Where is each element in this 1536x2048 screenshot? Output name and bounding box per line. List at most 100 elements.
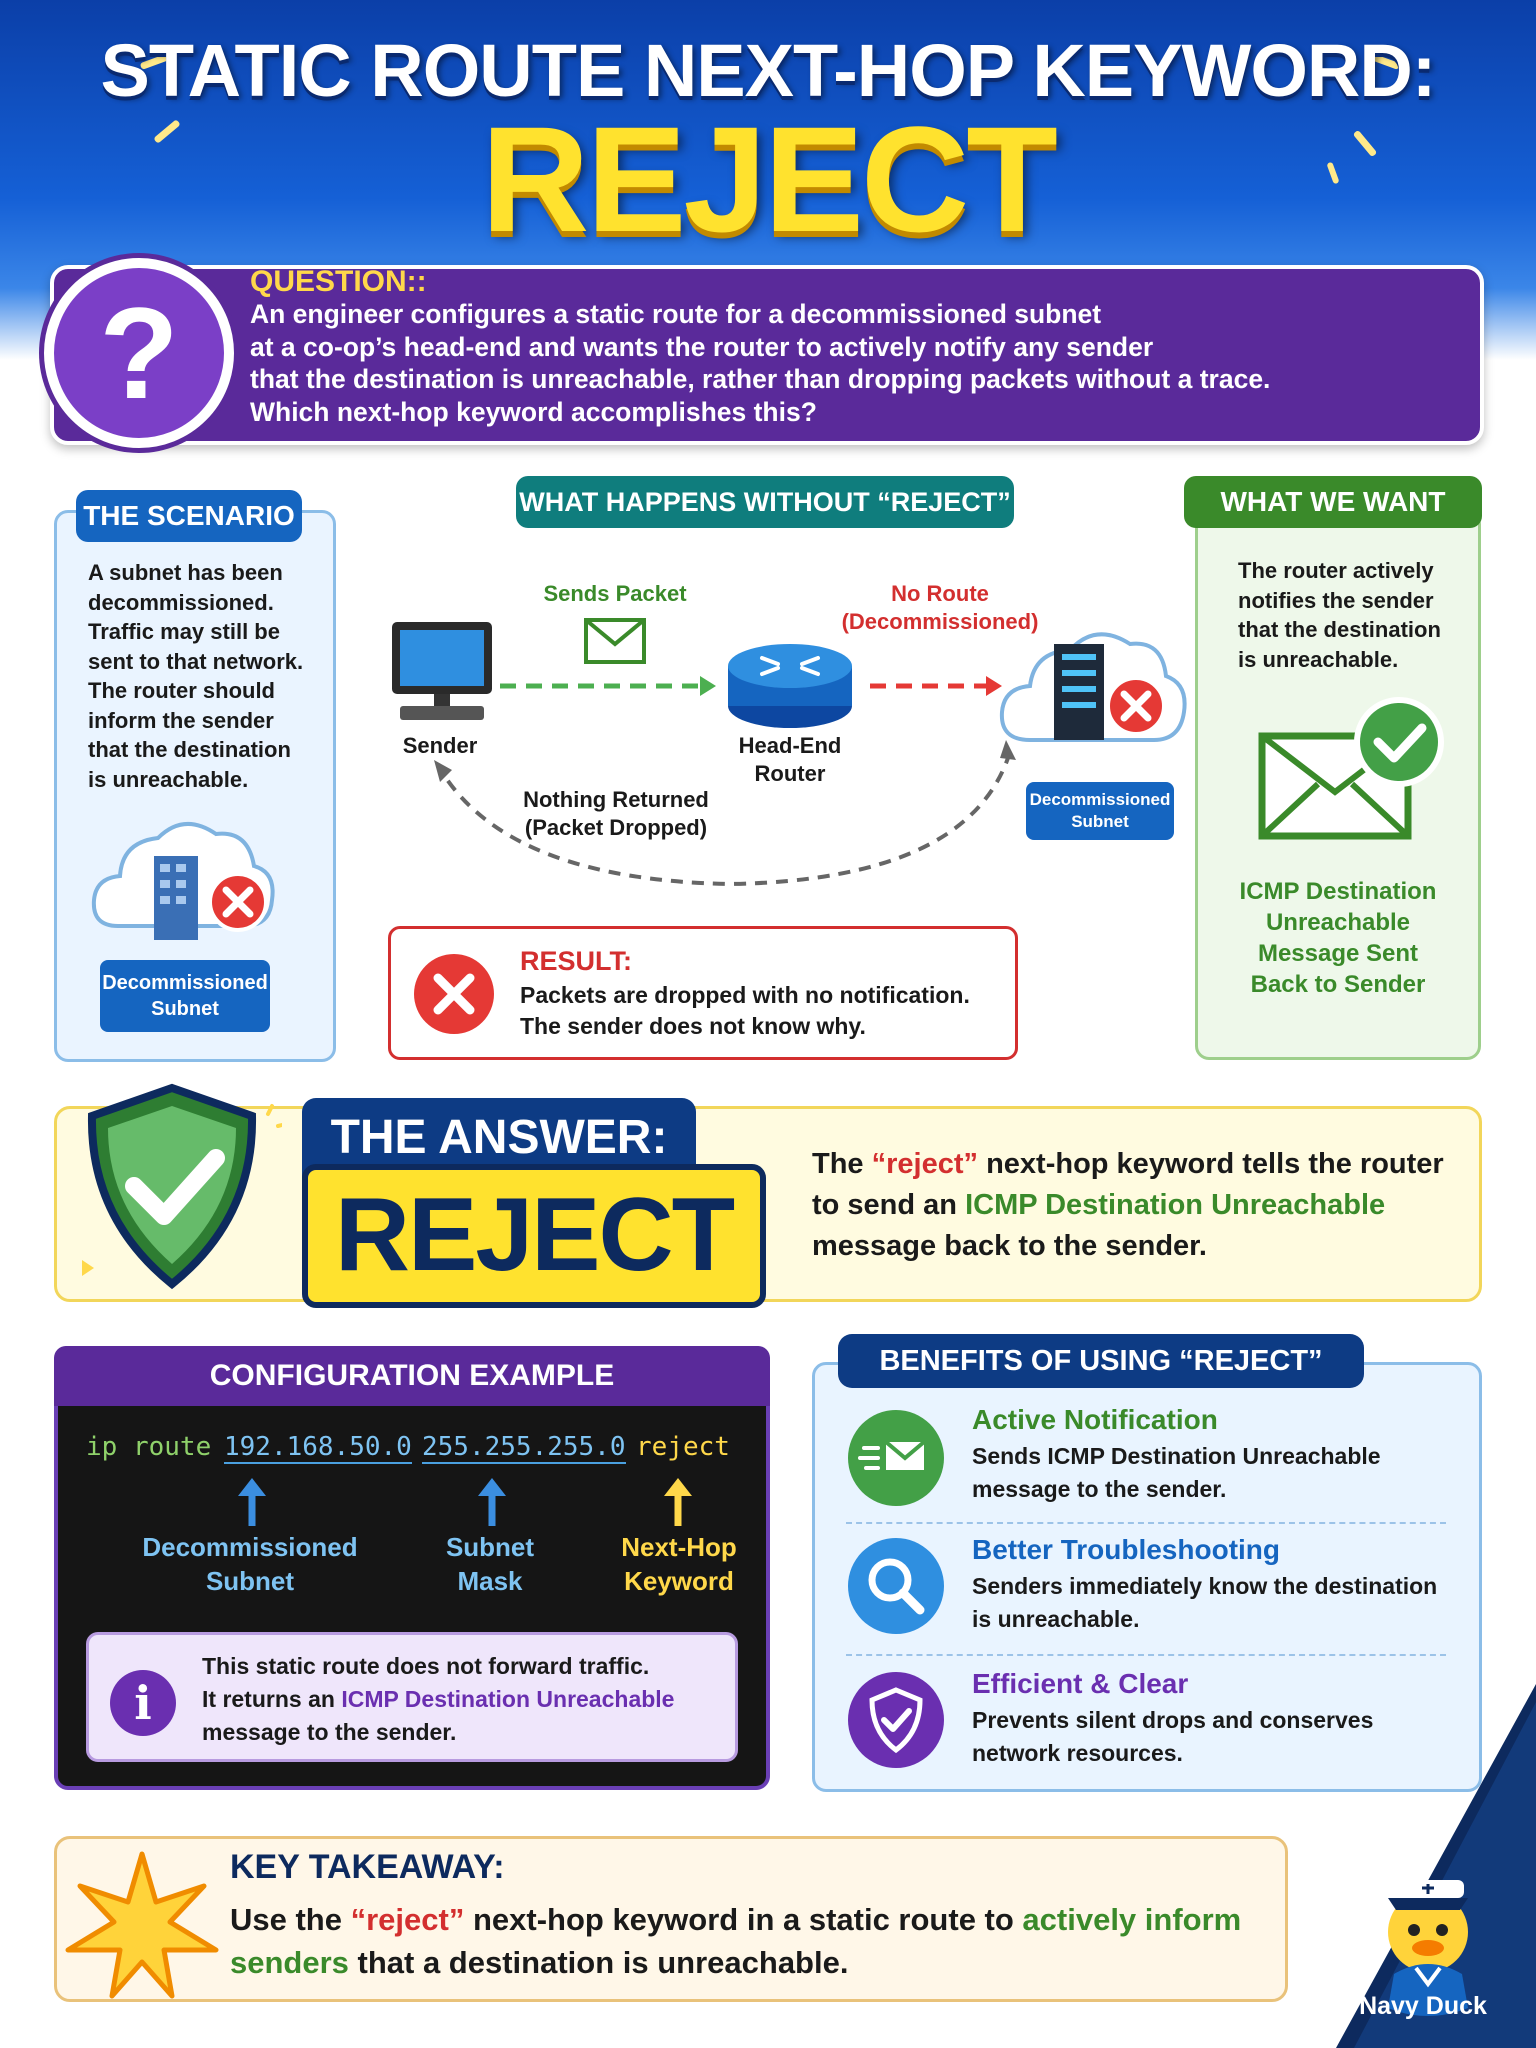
scenario-cloud-icon (91, 821, 275, 940)
info-span: It returns an (202, 1686, 342, 1712)
want-line: is unreachable. (1238, 646, 1399, 672)
config-info-text: This static route does not forward traff… (202, 1650, 722, 1749)
benefit-line: is unreachable. (972, 1606, 1140, 1632)
arrow-head (700, 676, 716, 696)
question-label: QUESTION:: (250, 265, 427, 298)
benefit-divider (846, 1654, 1446, 1656)
scenario-line: decommissioned. (88, 589, 274, 615)
flow-diagram (392, 618, 1187, 887)
benefit-line: Senders immediately know the destination (972, 1573, 1438, 1599)
info-line: This static route does not forward traff… (202, 1653, 650, 1679)
scenario-line: sent to that network. (88, 648, 304, 674)
result-text: Packets are dropped with no notification… (520, 980, 970, 1042)
text-span: Use the (230, 1902, 351, 1937)
page-title-highlight: REJECT (481, 95, 1058, 263)
scenario-line: is unreachable. (88, 766, 249, 792)
takeaway-box (54, 1836, 1288, 2002)
config-arrows (238, 1478, 692, 1526)
no-route-label: No Route (Decommissioned) (840, 580, 1040, 636)
scenario-subnet-tag: Decommissioned Subnet (100, 960, 270, 1032)
takeaway-text: Use the “reject” next-hop keyword in a s… (230, 1898, 1270, 1984)
without-reject-title: WHAT HAPPENS WITHOUT “REJECT” (516, 476, 1014, 528)
keyword-span: “reject” (871, 1148, 979, 1180)
label-line: Subnet (205, 1566, 295, 1596)
config-keyword: reject (636, 1432, 730, 1462)
scenario-title: THE SCENARIO (76, 490, 302, 542)
icmp-line: Message Sent (1257, 940, 1419, 967)
result-line: The sender does not know why. (520, 1013, 866, 1039)
text-span: that a destination is unreachable. (348, 1945, 849, 1980)
benefit-text: Senders immediately know the destination… (972, 1570, 1452, 1636)
icmp-line: Back to Sender (1250, 971, 1426, 998)
want-line: that the destination (1238, 617, 1441, 642)
keyword-span: “reject” (350, 1902, 465, 1937)
label-next-hop-keyword: Next-Hop Keyword (606, 1530, 752, 1598)
tag-line: Subnet (151, 998, 219, 1020)
sends-packet-label: Sends Packet (543, 581, 687, 606)
icmp-message-label: ICMP Destination Unreachable Message Sen… (1210, 876, 1466, 1000)
page-title: STATIC ROUTE NEXT-HOP KEYWORD: (100, 29, 1437, 112)
config-ip: 192.168.50.0 (224, 1432, 412, 1464)
scenario-line: A subnet has been (88, 560, 283, 585)
benefit-text: Sends ICMP Destination Unreachable messa… (972, 1440, 1452, 1506)
envelope-icon (584, 618, 646, 664)
label-subnet-mask: Subnet Mask (420, 1530, 560, 1598)
icmp-span: ICMP Destination Unreachable (965, 1189, 1386, 1221)
result-label: RESULT: (520, 946, 632, 976)
want-text: The router actively notifies the sender … (1238, 556, 1468, 674)
want-title: WHAT WE WANT (1184, 476, 1482, 528)
benefit-title: Active Notification (972, 1404, 1218, 1435)
label-line: Keyword (624, 1566, 734, 1596)
notification-envelope-icon (848, 1410, 944, 1506)
benefit-text: Prevents silent drops and conserves netw… (972, 1704, 1452, 1770)
router-icon (728, 644, 852, 728)
benefit-line: message to the sender. (972, 1476, 1227, 1502)
label-line: Subnet (445, 1532, 535, 1562)
answer-value: REJECT (302, 1164, 766, 1308)
text-span: message back to the sender. (812, 1230, 1207, 1262)
arrow-head (434, 760, 452, 782)
question-line: Which next-hop keyword accomplishes this… (250, 396, 817, 427)
decommissioned-cloud-icon (999, 632, 1187, 742)
label-decommissioned-subnet: Decommissioned Subnet (130, 1530, 370, 1598)
sender-computer-icon (392, 622, 492, 720)
arrow-head (986, 676, 1002, 696)
config-title: CONFIGURATION EXAMPLE (54, 1346, 770, 1406)
info-icmp-span: ICMP Destination Unreachable (341, 1686, 675, 1712)
label-line: No Route (891, 581, 989, 606)
question-line: at a co-op’s head-end and wants the rout… (250, 331, 1154, 362)
label-line: Decommissioned (142, 1532, 358, 1562)
nothing-returned-curve (440, 751, 1012, 887)
highlight-span: actively inform (1022, 1902, 1242, 1937)
result-line: Packets are dropped with no notification… (520, 982, 970, 1008)
tag-line: Decommissioned (1029, 790, 1171, 809)
want-line: The router actively (1238, 558, 1434, 583)
text-span: The (812, 1148, 872, 1180)
benefit-divider (846, 1522, 1446, 1524)
router-label: Head-End Router (720, 732, 860, 788)
scenario-line: that the destination (88, 737, 291, 762)
question-mark-icon: ? (44, 258, 234, 448)
want-line: notifies the sender (1238, 587, 1434, 613)
label-line: Head-End (738, 733, 842, 758)
shield-check-icon (82, 1083, 282, 1290)
benefits-title: BENEFITS OF USING “REJECT” (838, 1334, 1364, 1388)
envelope-check-icon (1258, 697, 1444, 840)
benefit-line: Prevents silent drops and conserves (972, 1707, 1374, 1733)
nothing-returned-label: Nothing Returned (Packet Dropped) (506, 786, 726, 842)
label-line: Router (754, 761, 826, 786)
benefit-title: Better Troubleshooting (972, 1534, 1280, 1565)
benefit-line: network resources. (972, 1740, 1183, 1766)
answer-text: The “reject” next-hop keyword tells the … (812, 1144, 1462, 1267)
scenario-line: inform the sender (88, 707, 274, 733)
icmp-line: Unreachable (1265, 909, 1411, 936)
starburst-icon (65, 1851, 219, 1999)
scenario-line: The router should (88, 678, 275, 703)
scenario-line: Traffic may still be (88, 619, 280, 644)
label-line: Next-Hop (621, 1532, 737, 1562)
icmp-line: ICMP Destination (1239, 878, 1437, 905)
label-line: (Decommissioned) (841, 609, 1039, 634)
label-line: Nothing Returned (523, 787, 709, 812)
sender-label: Sender (402, 733, 478, 758)
takeaway-title: KEY TAKEAWAY: (230, 1848, 505, 1886)
